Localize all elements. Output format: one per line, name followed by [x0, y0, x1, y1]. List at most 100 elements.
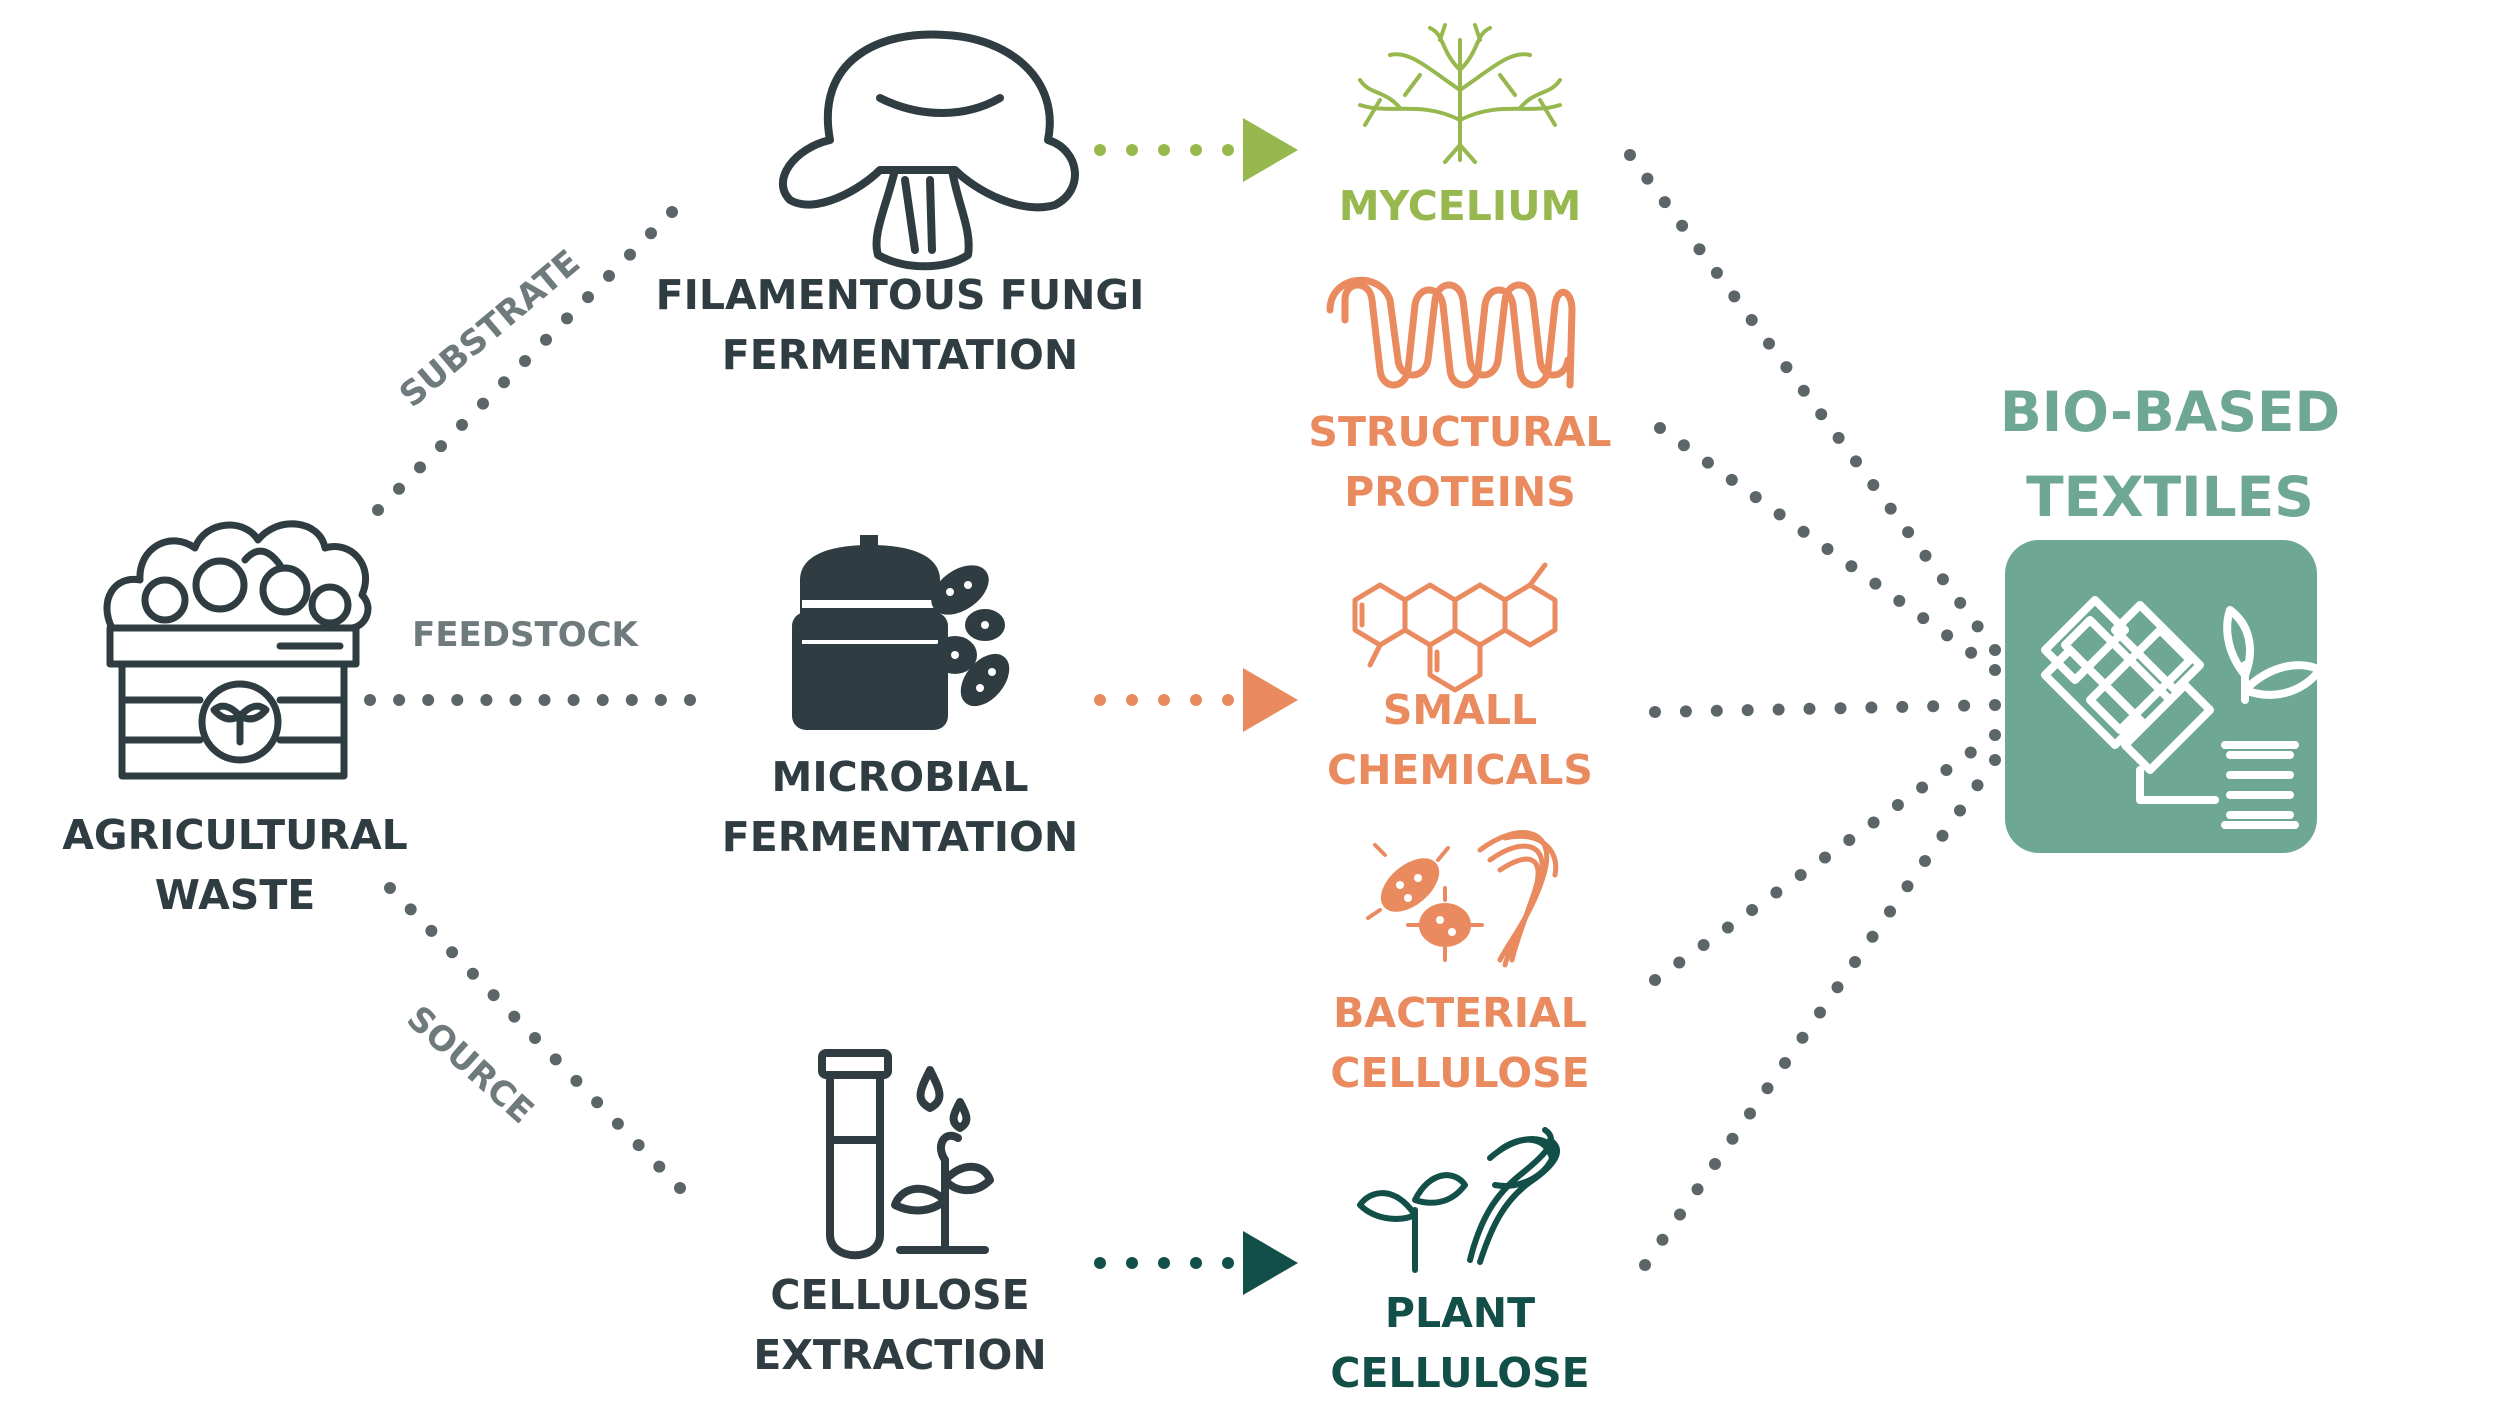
connector-dot [1893, 594, 1906, 607]
connector-dot [1676, 219, 1689, 232]
connector-dot [1749, 491, 1762, 504]
connector-dot [1866, 930, 1879, 943]
product-label-small-chemicals: SMALL CHEMICALS [1260, 680, 1660, 800]
connector-dot [1819, 851, 1831, 864]
target-label-bio-based-textiles: BIO-BASED TEXTILES [1960, 370, 2380, 540]
connector-dot [1773, 508, 1786, 521]
connector-dot [1710, 266, 1723, 279]
connector-dot [422, 694, 435, 706]
target-line1: BIO-BASED [1999, 380, 2341, 444]
connector-dot [1780, 361, 1793, 374]
connector-dot [1815, 408, 1828, 421]
source-label-line2: WASTE [154, 871, 316, 919]
connector-dot [1954, 596, 1967, 609]
connector-microbial-chemicals [1094, 694, 1234, 706]
connector-dot [1958, 699, 1971, 712]
connector-dot [1867, 816, 1880, 829]
connector-dot [425, 924, 438, 937]
connector-dot [1954, 804, 1966, 817]
connector-dot [645, 227, 657, 240]
test-tube-plant-icon [818, 1049, 994, 1260]
connector-dot [466, 967, 479, 980]
process-cellulose-line1: CELLULOSE [770, 1271, 1030, 1319]
product-mycelium-line1: MYCELIUM [1338, 182, 1582, 230]
product-bacterial-line2: CELLULOSE [1330, 1049, 1590, 1097]
connector-dot [654, 694, 667, 706]
connector-dot [1965, 646, 1978, 659]
connector-dot [487, 989, 500, 1002]
source-label-line1: AGRICULTURAL [62, 811, 408, 859]
connector-dot [1673, 956, 1686, 969]
process-cellulose-line2: EXTRACTION [753, 1331, 1047, 1379]
connector-dot [538, 694, 551, 706]
connector-dot [1917, 612, 1930, 625]
connector-dot [1884, 502, 1897, 515]
connector-dot [1989, 754, 2001, 766]
connector-dot [603, 269, 615, 282]
connector-dot [1941, 629, 1954, 642]
connector-mycelium-textiles [1624, 149, 2001, 656]
woven-textile-leaf-icon [2005, 540, 2324, 853]
agricultural-waste-label: AGRICULTURAL WASTE [40, 805, 430, 925]
connector-dot [666, 206, 678, 218]
connector-dot [1850, 455, 1862, 468]
connector-dot [1919, 855, 1931, 867]
connector-dot [1094, 1257, 1106, 1269]
connector-dot [1674, 1208, 1686, 1221]
connector-bacterial-textiles [1649, 729, 2001, 986]
connector-dot [498, 376, 510, 389]
connector-proteins-textiles [1654, 422, 2001, 676]
connector-dot [1989, 729, 2001, 741]
connector-dot [393, 694, 406, 706]
connector-dot [1746, 904, 1759, 916]
connector-dot [1821, 543, 1834, 555]
connector-dot [1658, 196, 1671, 209]
bioreactor-bacteria-icon [792, 535, 1010, 730]
product-chemicals-line2: CHEMICALS [1327, 746, 1593, 794]
connector-dot [1094, 144, 1106, 156]
product-chemicals-line1: SMALL [1382, 686, 1538, 734]
connector-dot [1803, 702, 1816, 715]
connector-dot [1832, 431, 1845, 444]
connector-dot [1989, 644, 2001, 656]
connector-chemicals-textiles [1649, 699, 2001, 718]
connector-dot [632, 1139, 645, 1152]
connector-dot [1971, 779, 1984, 792]
connector-dot [414, 461, 426, 474]
product-proteins-line2: PROTEINS [1344, 468, 1576, 516]
connector-dot [653, 1160, 666, 1173]
connector-dot [1726, 1132, 1739, 1145]
mushroom-icon [778, 30, 1079, 271]
connector-dot [1741, 704, 1754, 717]
connector-dot [1896, 700, 1909, 713]
connector-dot [1964, 746, 1977, 759]
connector-dot [582, 291, 594, 304]
connector-dot [1094, 694, 1106, 706]
connector-dot [1843, 834, 1856, 846]
vegetable-crate-icon [103, 520, 372, 780]
connector-dot [1126, 694, 1138, 706]
connector-dot [591, 1096, 604, 1109]
connector-dot [570, 1074, 583, 1087]
connector-dot [1927, 700, 1940, 713]
connector-dot [611, 1117, 624, 1130]
connector-dot [1709, 1158, 1721, 1170]
connector-dot [1869, 577, 1882, 590]
process-microbial-line2: FERMENTATION [721, 813, 1079, 861]
connector-dot [364, 694, 376, 706]
product-plant-line2: CELLULOSE [1330, 1349, 1590, 1397]
connector-dot [1971, 620, 1984, 633]
connector-extraction-plant [1094, 1257, 1234, 1269]
connector-dot [1190, 694, 1202, 706]
connector-dot [567, 694, 580, 706]
connector-dot [1656, 1233, 1669, 1246]
connector-dot [1158, 144, 1170, 156]
connector-dot [596, 694, 609, 706]
product-label-plant-cellulose: PLANT CELLULOSE [1260, 1283, 1660, 1403]
connector-feedstock [364, 694, 696, 706]
connector-dot [1745, 314, 1758, 326]
arrowhead-mycelium [1243, 118, 1298, 182]
connector-dot [1710, 704, 1723, 717]
connector-dot [1936, 573, 1949, 586]
